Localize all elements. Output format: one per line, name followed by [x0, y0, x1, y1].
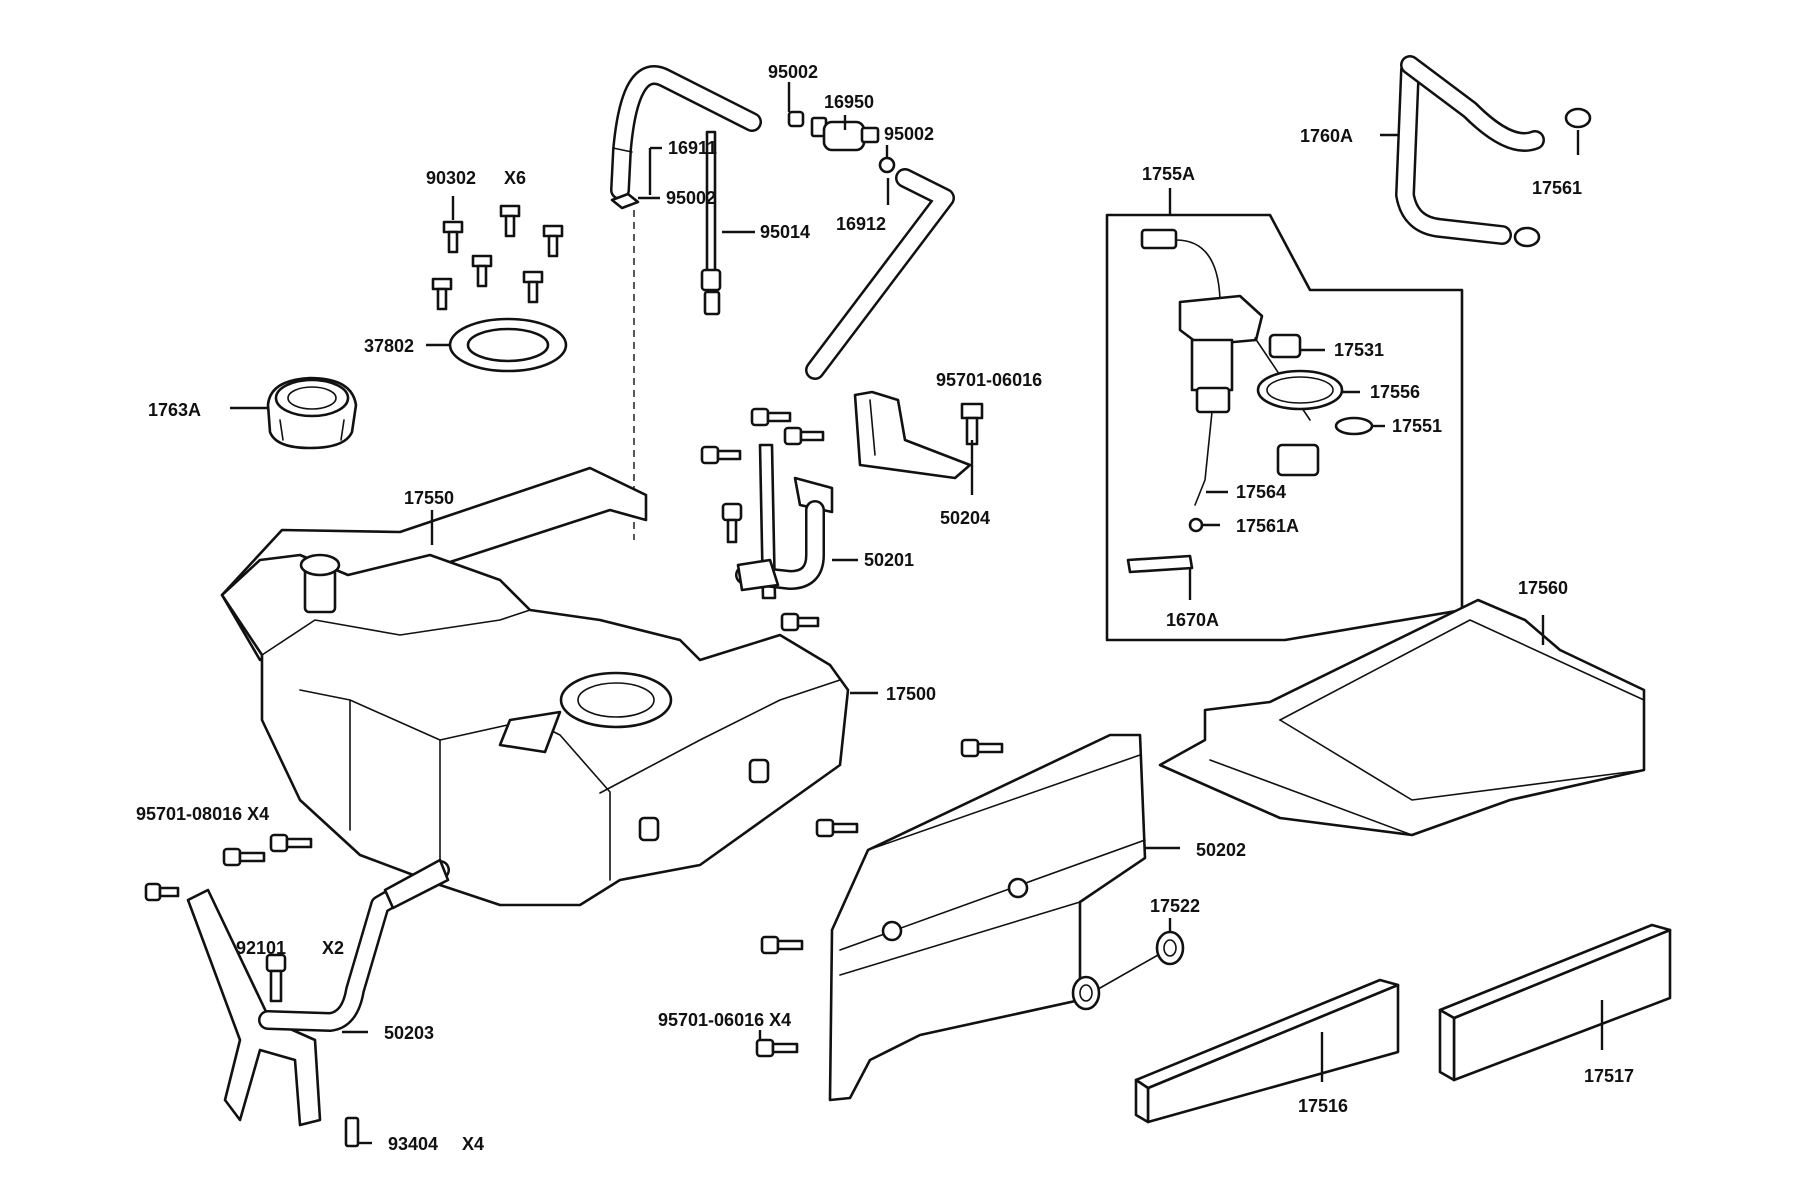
label-1755A: 1755A: [1142, 164, 1195, 184]
bolts-90302: [431, 204, 564, 311]
label-16911: 16911: [668, 138, 717, 158]
label-17550: 17550: [404, 488, 454, 508]
bolt-93404: [344, 1116, 360, 1148]
label-x2: X2: [322, 938, 344, 958]
fuel-tank-17500: [220, 553, 850, 907]
label-17500: 17500: [886, 684, 936, 704]
skid-plate-17560: [1158, 598, 1646, 837]
o-ring-17556: [1256, 369, 1344, 411]
label-50203: 50203: [384, 1023, 434, 1043]
label-92101: 92101: [236, 938, 286, 958]
label-17564: 17564: [1236, 482, 1286, 502]
leader-lines: [230, 82, 1604, 1145]
filler-cap-1763A: [266, 376, 358, 450]
bolt-92101: [265, 953, 287, 1003]
gasket-37802: [448, 317, 568, 373]
label-17516: 17516: [1298, 1096, 1348, 1116]
label-95002-b: 95002: [884, 124, 934, 144]
label-1670A: 1670A: [1166, 610, 1219, 630]
label-1763A: 1763A: [148, 400, 201, 420]
part-labels: 95002 16950 95002 16911 95002 95014 1691…: [136, 62, 1634, 1154]
label-17517: 17517: [1584, 1066, 1634, 1086]
clamps-17561: [1513, 107, 1592, 248]
cable-tie-95014: [700, 130, 722, 316]
label-x4: X4: [462, 1134, 484, 1154]
label-95701-08016: 95701-08016 X4: [136, 804, 269, 824]
guard-bolts: [755, 738, 1004, 1058]
strainer-1670A: [1126, 554, 1194, 574]
retainer-17551: [1334, 416, 1374, 436]
label-17531: 17531: [1334, 340, 1384, 360]
label-95002-a: 95002: [768, 62, 818, 82]
label-95701-06016-a: 95701-06016: [936, 370, 1042, 390]
label-93404: 93404: [388, 1134, 438, 1154]
label-16950: 16950: [824, 92, 874, 112]
bolt-95701-06016-a: [960, 402, 984, 446]
bracket-bolts: [700, 407, 825, 632]
label-50204: 50204: [940, 508, 990, 528]
label-95002-c: 95002: [666, 188, 716, 208]
bracket-50201: [735, 443, 834, 600]
hose-clamp-95002-b: [878, 156, 896, 174]
vent-hose-16911: [610, 65, 762, 200]
label-16912: 16912: [836, 214, 886, 234]
label-95701-06016-b: 95701-06016 X4: [658, 1010, 791, 1030]
connector-17531: [1268, 333, 1302, 359]
label-37802: 37802: [364, 336, 414, 356]
label-17561A: 17561A: [1236, 516, 1299, 536]
clamp-17561A: [1188, 517, 1204, 533]
label-50202: 50202: [1196, 840, 1246, 860]
hose-1760A: [1395, 55, 1545, 245]
foam-17517: [1438, 923, 1672, 1082]
bracket-50204: [853, 390, 972, 480]
bracket-50203: [186, 858, 450, 1127]
hose-clamp-95002-c: [610, 192, 640, 210]
label-95014: 95014: [760, 222, 810, 242]
label-90302: 90302: [426, 168, 476, 188]
vent-hose-16912: [805, 168, 955, 380]
grommets-17522: [1071, 930, 1185, 1011]
connector-housing: [1276, 443, 1320, 477]
label-17551: 17551: [1392, 416, 1442, 436]
label-1760A: 1760A: [1300, 126, 1353, 146]
label-17556: 17556: [1370, 382, 1420, 402]
rollover-valve-16950: [810, 116, 880, 152]
label-50201: 50201: [864, 550, 914, 570]
hose-clamp-95002-a: [787, 110, 805, 128]
heat-guard-50202: [828, 733, 1147, 1102]
label-17560: 17560: [1518, 578, 1568, 598]
foam-17516: [1134, 978, 1400, 1124]
label-x6: X6: [504, 168, 526, 188]
fuel-pump-module: [1140, 228, 1311, 506]
label-17561: 17561: [1532, 178, 1582, 198]
label-17522: 17522: [1150, 896, 1200, 916]
front-bolts-95701-08016: [144, 833, 313, 902]
